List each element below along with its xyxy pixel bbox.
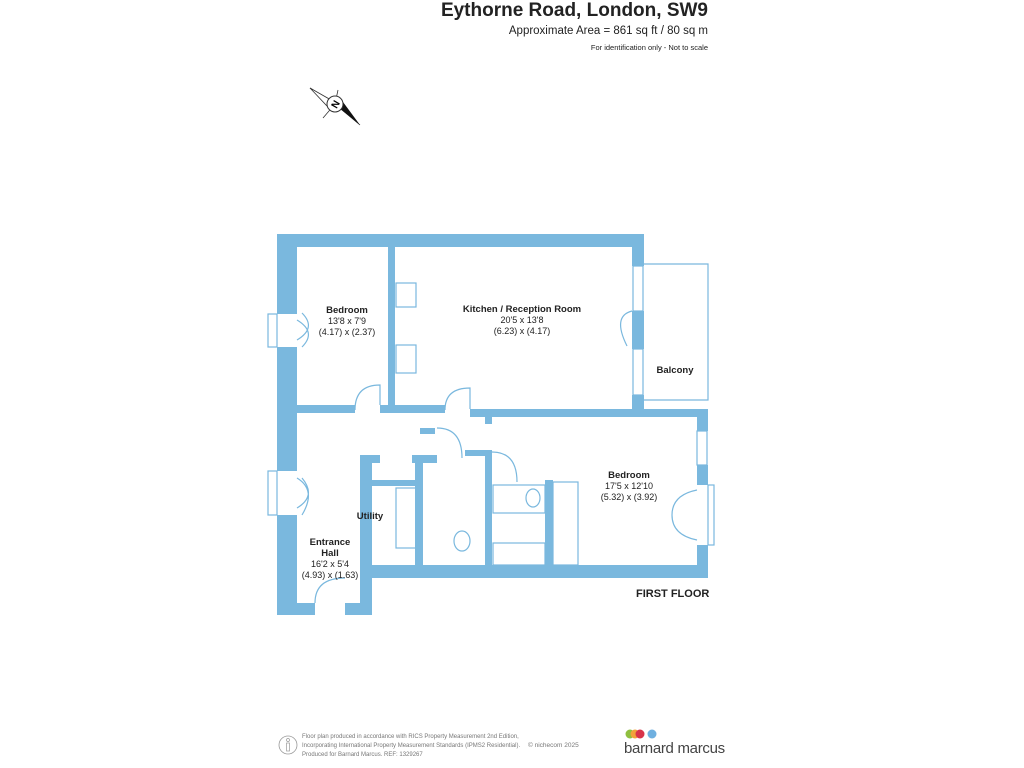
fixtures-and-doors [267, 263, 715, 604]
approximate-area: Approximate Area = 861 sq ft / 80 sq m [508, 25, 708, 37]
walls [277, 234, 708, 615]
property-title: Eythorne Road, London, SW9 [440, 0, 708, 21]
compass-north-label: N [330, 99, 343, 111]
brand-name: barnard marcus [624, 740, 725, 757]
footer-disclaimer: Floor plan produced in accordance with R… [302, 734, 521, 758]
room-balcony: Balcony [656, 365, 694, 376]
info-person-icon [278, 735, 298, 755]
scale-note: For identification only - Not to scale [590, 43, 708, 52]
floor-label: FIRST FLOOR [636, 588, 710, 600]
compass-icon: N [309, 87, 361, 126]
room-utility: Utility [356, 511, 384, 522]
copyright: © nichecom 2025 [528, 742, 579, 749]
brand-dots-logo [625, 729, 657, 739]
